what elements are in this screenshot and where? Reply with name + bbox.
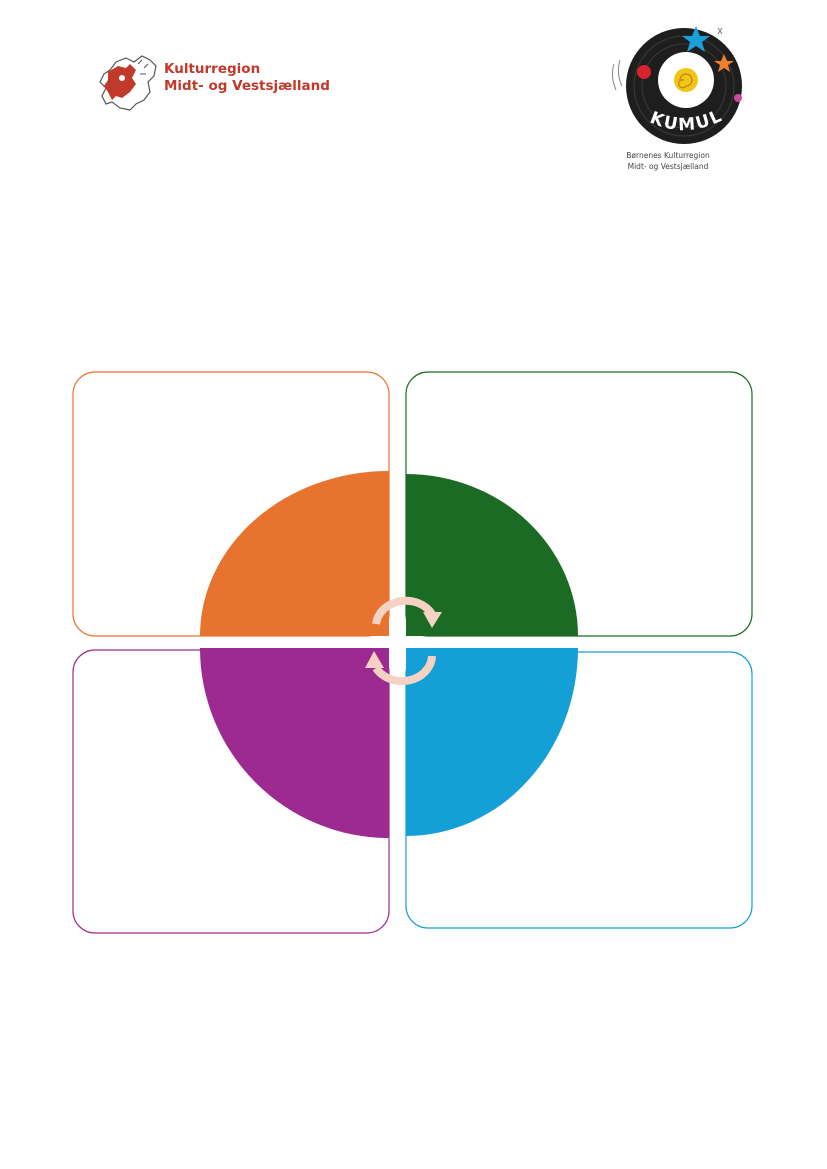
region-title: Kulturregion Midt- og Vestsjælland bbox=[164, 61, 330, 95]
cycle-arrows-icon bbox=[365, 596, 442, 686]
wedge-top-left bbox=[200, 471, 389, 636]
wedge-top-right bbox=[406, 474, 578, 636]
kumult-caption-line2: Midt- og Vestsjælland bbox=[627, 162, 709, 171]
region-title-line1: Kulturregion bbox=[164, 61, 261, 77]
kumult-caption-line1: Børnenes Kulturregion bbox=[626, 151, 710, 160]
kumult-disc-icon: KUMULT! bbox=[604, 20, 742, 144]
kulturregion-logo: Kulturregion Midt- og Vestsjælland bbox=[96, 52, 330, 114]
kumult-logo: KUMULT! Børnenes Kulturregion Midt- og V… bbox=[604, 20, 764, 176]
kumult-caption: Børnenes Kulturregion Midt- og Vestsjæll… bbox=[604, 150, 732, 172]
region-map-icon bbox=[99, 55, 157, 111]
region-title-line2: Midt- og Vestsjælland bbox=[164, 78, 330, 94]
wedge-bottom-left bbox=[200, 648, 389, 838]
wedge-bottom-right bbox=[406, 648, 578, 836]
